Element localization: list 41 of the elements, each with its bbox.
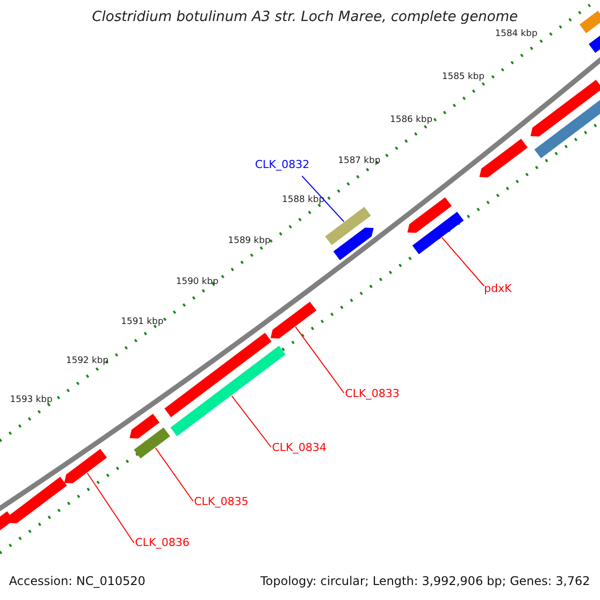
gene-label: CLK_0836 — [135, 537, 190, 550]
scale-label: 1585 kbp — [442, 73, 484, 83]
gene-label: CLK_0835 — [194, 496, 249, 508]
scale-label: 1586 kbp — [390, 116, 432, 126]
leader-line — [155, 447, 194, 502]
accession-note: Accession: NC_010520 — [9, 575, 146, 588]
gene-bar — [325, 206, 371, 246]
gene-bar — [588, 35, 600, 53]
gene-bar — [170, 346, 286, 436]
gene-label: CLK_0833 — [345, 388, 400, 400]
gene-bar — [130, 414, 160, 438]
scale-label: 1589 kbp — [228, 237, 270, 247]
leader-line — [86, 472, 134, 544]
diagram-title: Clostridium botulinum A3 str. Loch Maree, complete genome — [92, 10, 518, 26]
gene-bar — [270, 302, 316, 338]
gene-bar — [534, 98, 600, 158]
gene-bar — [479, 138, 528, 178]
leader-line — [295, 326, 344, 394]
leader-line — [231, 395, 272, 448]
scale-label: 1591 kbp — [121, 318, 164, 328]
scale-label: 1590 kbp — [176, 278, 218, 288]
gene-bar — [164, 332, 272, 418]
scale-label: 1588 kbp — [282, 196, 324, 206]
leader-line — [441, 237, 484, 286]
gene-bar — [580, 10, 600, 34]
gene-bar — [64, 448, 107, 484]
gene-bar — [8, 476, 67, 524]
scale-label: 1592 kbp — [66, 357, 108, 367]
scale-label: 1593 kbp — [10, 396, 52, 406]
gene-bar — [530, 80, 600, 136]
gene-label: pdxK — [484, 283, 512, 296]
gene-label: CLK_0834 — [272, 442, 327, 454]
leader-line — [302, 176, 344, 222]
gene-bar — [412, 212, 464, 254]
genome-info-note: Topology: circular; Length: 3,992,906 bp; Genes: 3,762 — [260, 575, 590, 588]
gene-bar — [333, 228, 374, 260]
gene-bar — [407, 197, 452, 233]
gene-bar — [134, 428, 170, 458]
gene-label: CLK_0832 — [255, 159, 310, 172]
scale-label: 1584 kbp — [495, 30, 538, 40]
scale-label: 1587 kbp — [338, 157, 380, 167]
